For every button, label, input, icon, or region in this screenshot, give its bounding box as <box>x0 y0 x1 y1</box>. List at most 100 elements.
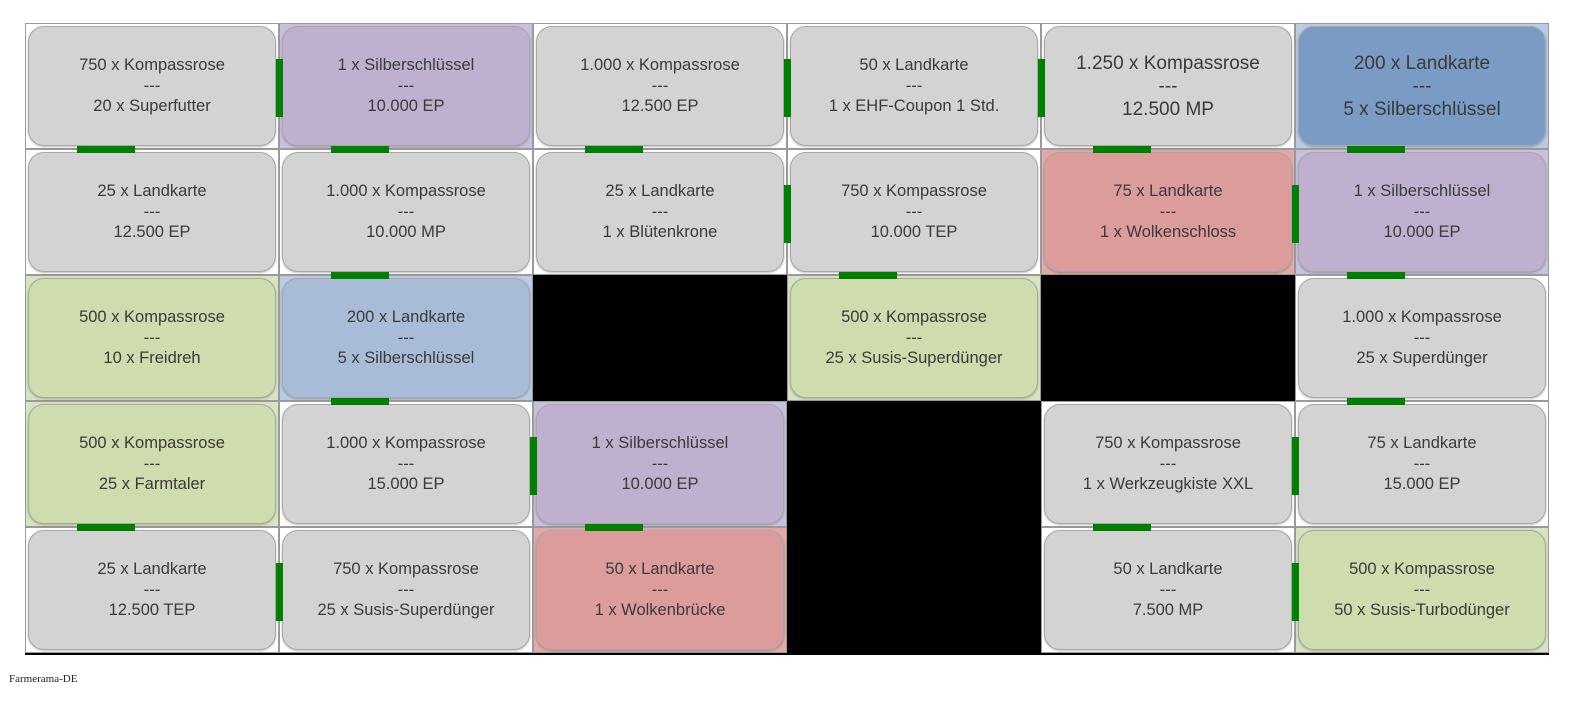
reward-separator: --- <box>905 76 923 95</box>
path-connector-vertical <box>77 524 135 531</box>
reward-cost: 1.250 x Kompassrose <box>1076 52 1260 74</box>
reward-card[interactable]: 500 x Kompassrose---25 x Farmtaler <box>28 404 276 524</box>
path-connector-vertical <box>1347 272 1405 279</box>
reward-cost: 500 x Kompassrose <box>79 308 225 327</box>
reward-prize: 25 x Superdünger <box>1356 349 1488 368</box>
path-connector-horizontal <box>784 59 791 117</box>
reward-prize: 1 x Wolkenschloss <box>1099 223 1237 242</box>
reward-cost: 75 x Landkarte <box>1367 434 1477 453</box>
reward-separator: --- <box>143 202 161 221</box>
path-connector-horizontal <box>784 185 791 243</box>
reward-separator: --- <box>397 202 415 221</box>
path-connector-vertical <box>331 272 389 279</box>
reward-card[interactable]: 750 x Kompassrose---10.000 TEP <box>790 152 1038 272</box>
path-connector-vertical <box>331 146 389 153</box>
reward-prize: 5 x Silberschlüssel <box>1343 98 1501 120</box>
reward-card[interactable]: 25 x Landkarte---12.500 TEP <box>28 530 276 650</box>
reward-cell: 200 x Landkarte---5 x Silberschlüssel <box>1295 23 1549 149</box>
path-connector-vertical <box>585 146 643 153</box>
empty-slot <box>533 275 787 401</box>
reward-card[interactable]: 75 x Landkarte---15.000 EP <box>1298 404 1546 524</box>
reward-cost: 25 x Landkarte <box>605 182 715 201</box>
reward-cost: 50 x Landkarte <box>605 560 715 579</box>
reward-card[interactable]: 1 x Silberschlüssel---10.000 EP <box>282 26 530 146</box>
path-connector-vertical <box>1093 524 1151 531</box>
reward-card[interactable]: 50 x Landkarte---7.500 MP <box>1044 530 1292 650</box>
path-connector-vertical <box>1347 146 1405 153</box>
reward-cost: 1.000 x Kompassrose <box>326 182 486 201</box>
reward-cell: 1 x Silberschlüssel---10.000 EP <box>1295 149 1549 275</box>
reward-card[interactable]: 1.000 x Kompassrose--- 10.000 MP <box>282 152 530 272</box>
reward-cell: 1 x Silberschlüssel---10.000 EP <box>279 23 533 149</box>
reward-separator: --- <box>905 202 923 221</box>
reward-card[interactable]: 200 x Landkarte---5 x Silberschlüssel <box>282 278 530 398</box>
reward-card[interactable]: 50 x Landkarte---1 x Wolkenbrücke <box>536 530 784 650</box>
reward-card[interactable]: 1.000 x Kompassrose---15.000 EP <box>282 404 530 524</box>
reward-separator: --- <box>397 580 415 599</box>
reward-cost: 1.000 x Kompassrose <box>580 56 740 75</box>
reward-separator: --- <box>397 454 415 473</box>
reward-card[interactable]: 25 x Landkarte---1 x Blütenkrone <box>536 152 784 272</box>
reward-card[interactable]: 200 x Landkarte---5 x Silberschlüssel <box>1298 26 1546 146</box>
reward-cell: 1.000 x Kompassrose--- 10.000 MP <box>279 149 533 275</box>
path-connector-vertical <box>77 146 135 153</box>
reward-cost: 1.000 x Kompassrose <box>326 434 486 453</box>
reward-card[interactable]: 1 x Silberschlüssel---10.000 EP <box>1298 152 1546 272</box>
reward-separator: --- <box>651 76 669 95</box>
reward-prize: 7.500 MP <box>1132 601 1204 620</box>
reward-card[interactable]: 1.250 x Kompassrose---12.500 MP <box>1044 26 1292 146</box>
reward-separator: --- <box>143 76 161 95</box>
reward-prize: 10.000 EP <box>621 475 699 494</box>
reward-card[interactable]: 500 x Kompassrose---50 x Susis-Turbodüng… <box>1298 530 1546 650</box>
reward-card[interactable]: 1.000 x Kompassrose--- 12.500 EP <box>536 26 784 146</box>
reward-cell: 750 x Kompassrose---1 x Werkzeugkiste XX… <box>1041 401 1295 527</box>
reward-card[interactable]: 1 x Silberschlüssel--- 10.000 EP <box>536 404 784 524</box>
reward-cost: 500 x Kompassrose <box>1349 560 1495 579</box>
reward-cell: 50 x Landkarte---7.500 MP <box>1041 527 1295 653</box>
reward-cell: 25 x Landkarte---12.500 TEP <box>25 527 279 653</box>
reward-separator: --- <box>1159 454 1177 473</box>
reward-card[interactable]: 1.000 x Kompassrose--- 25 x Superdünger <box>1298 278 1546 398</box>
reward-cell: 750 x Kompassrose--- 25 x Susis-Superdüng… <box>279 527 533 653</box>
reward-prize: 1 x EHF-Coupon 1 Std. <box>828 97 1000 116</box>
reward-cost: 1 x Silberschlüssel <box>591 434 729 453</box>
reward-cost: 200 x Landkarte <box>1353 52 1491 74</box>
reward-card[interactable]: 500 x Kompassrose---25 x Susis-Superdüng… <box>790 278 1038 398</box>
reward-cell: 500 x Kompassrose---50 x Susis-Turbodüng… <box>1295 527 1549 653</box>
reward-prize: 50 x Susis-Turbodünger <box>1334 601 1510 620</box>
reward-prize: 10.000 MP <box>366 223 446 242</box>
reward-prize: 25 x Susis-Superdünger <box>317 601 495 620</box>
reward-card[interactable]: 500 x Kompassrose---10 x Freidreh <box>28 278 276 398</box>
reward-cell: 750 x Kompassrose---10.000 TEP <box>787 149 1041 275</box>
reward-cell: 750 x Kompassrose---20 x Superfutter <box>25 23 279 149</box>
reward-separator: --- <box>1413 328 1431 347</box>
reward-separator: --- <box>1159 580 1177 599</box>
empty-slot <box>1041 275 1295 401</box>
reward-separator: --- <box>1158 75 1178 97</box>
reward-card[interactable]: 25 x Landkarte---12.500 EP <box>28 152 276 272</box>
reward-cost: 200 x Landkarte <box>346 308 466 327</box>
reward-card[interactable]: 750 x Kompassrose---1 x Werkzeugkiste XX… <box>1044 404 1292 524</box>
reward-separator: --- <box>905 328 923 347</box>
path-connector-vertical <box>331 398 389 405</box>
reward-card[interactable]: 750 x Kompassrose---20 x Superfutter <box>28 26 276 146</box>
reward-card[interactable]: 50 x Landkarte---1 x EHF-Coupon 1 Std. <box>790 26 1038 146</box>
empty-slot <box>787 527 1041 653</box>
reward-prize: 10.000 EP <box>1383 223 1461 242</box>
reward-separator: --- <box>651 454 669 473</box>
path-connector-vertical <box>585 524 643 531</box>
reward-prize: 1 x Blütenkrone <box>602 223 718 242</box>
reward-cost: 750 x Kompassrose <box>333 560 479 579</box>
reward-cost: 750 x Kompassrose <box>841 182 987 201</box>
reward-separator: --- <box>143 580 161 599</box>
path-connector-horizontal <box>276 59 283 117</box>
reward-separator: --- <box>1413 454 1431 473</box>
reward-card[interactable]: 750 x Kompassrose--- 25 x Susis-Superdüng… <box>282 530 530 650</box>
reward-prize: 12.500 EP <box>621 97 699 116</box>
reward-prize: 20 x Superfutter <box>93 97 211 116</box>
reward-card[interactable]: 75 x Landkarte---1 x Wolkenschloss <box>1044 152 1292 272</box>
reward-cost: 1.000 x Kompassrose <box>1342 308 1502 327</box>
reward-prize: 1 x Werkzeugkiste XXL <box>1082 475 1254 494</box>
path-connector-horizontal <box>276 563 283 621</box>
reward-separator: --- <box>1412 75 1432 97</box>
